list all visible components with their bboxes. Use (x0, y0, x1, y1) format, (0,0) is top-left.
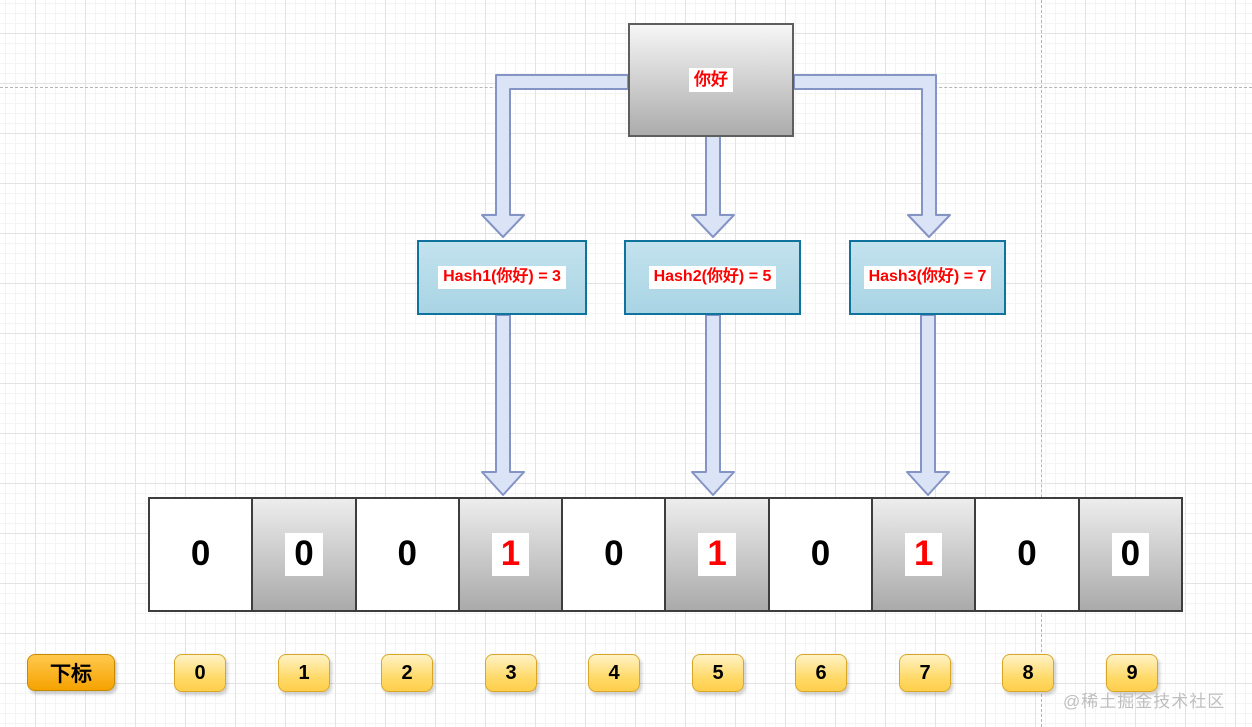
hash1-node-label: Hash1(你好) = 3 (438, 266, 566, 289)
watermark: @稀土掘金技术社区 (1063, 692, 1226, 711)
index-badge-6[interactable]: 6 (795, 654, 847, 692)
bit-cell-6[interactable]: 0 (767, 497, 874, 612)
hash2-node[interactable]: Hash2(你好) = 5 (624, 240, 801, 315)
index-badge-1[interactable]: 1 (278, 654, 330, 692)
bit-cell-6-value: 0 (801, 533, 840, 576)
input-node-label: 你好 (689, 68, 733, 92)
connector-hash1-to-cell3-arrow[interactable] (481, 314, 525, 496)
bit-cell-2-value: 0 (388, 533, 426, 576)
input-node[interactable]: 你好 (628, 23, 794, 137)
bit-array: 0 0 0 1 0 1 0 1 0 0 (148, 497, 1183, 612)
bit-cell-7-value: 1 (904, 533, 943, 576)
hash1-node[interactable]: Hash1(你好) = 3 (417, 240, 587, 315)
index-badge-5[interactable]: 5 (692, 654, 744, 692)
index-badge-2[interactable]: 2 (381, 654, 433, 692)
index-badge-3[interactable]: 3 (485, 654, 537, 692)
bit-cell-3[interactable]: 1 (457, 497, 564, 612)
index-badge-8[interactable]: 8 (1002, 654, 1054, 692)
bit-cell-1[interactable]: 0 (251, 497, 357, 612)
bit-cell-8[interactable]: 0 (974, 497, 1080, 612)
hash3-node[interactable]: Hash3(你好) = 7 (849, 240, 1006, 315)
bit-cell-0[interactable]: 0 (148, 497, 254, 612)
bit-cell-2[interactable]: 0 (354, 497, 460, 612)
index-row-label[interactable]: 下标 (27, 654, 115, 691)
connector-input-to-hash2-arrow[interactable] (691, 135, 735, 238)
connector-hash2-to-cell5-arrow[interactable] (691, 314, 735, 496)
index-badge-9[interactable]: 9 (1106, 654, 1158, 692)
connector-input-to-hash1-arrow[interactable] (481, 74, 629, 238)
bit-cell-5-value: 1 (698, 533, 736, 576)
bit-cell-4-value: 0 (595, 533, 633, 576)
index-badge-0[interactable]: 0 (174, 654, 226, 692)
connector-input-to-hash3-arrow[interactable] (793, 74, 951, 238)
bit-cell-9-value: 0 (1111, 533, 1150, 576)
index-badge-4[interactable]: 4 (588, 654, 640, 692)
bit-cell-4[interactable]: 0 (561, 497, 667, 612)
bit-cell-0-value: 0 (181, 533, 220, 576)
bit-cell-9[interactable]: 0 (1077, 497, 1183, 612)
bit-cell-7[interactable]: 1 (871, 497, 977, 612)
bit-cell-3-value: 1 (491, 533, 530, 576)
bit-cell-1-value: 0 (285, 533, 323, 576)
hash3-node-label: Hash3(你好) = 7 (863, 266, 992, 289)
bit-cell-8-value: 0 (1008, 533, 1046, 576)
connector-hash3-to-cell7-arrow[interactable] (906, 314, 950, 496)
page-boundary-vertical (1041, 0, 1042, 727)
bit-cell-5[interactable]: 1 (664, 497, 770, 612)
index-badge-7[interactable]: 7 (899, 654, 951, 692)
hash2-node-label: Hash2(你好) = 5 (648, 266, 777, 289)
